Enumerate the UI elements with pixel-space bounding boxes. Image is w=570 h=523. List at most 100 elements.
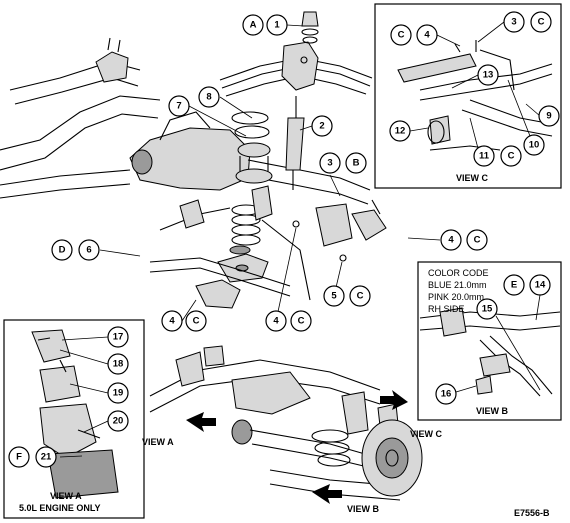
leader-6 (99, 249, 141, 257)
view-b-illustration (419, 307, 561, 397)
upper-bushing-stack (301, 11, 319, 44)
vehicle-underbody (149, 345, 423, 501)
callout-4b: 4 (265, 310, 287, 332)
view-b-pointer-arrow (312, 484, 342, 504)
svg-text:4: 4 (273, 316, 279, 327)
leader-4b (275, 227, 297, 322)
svg-text:C: C (538, 17, 545, 28)
svg-text:15: 15 (482, 304, 493, 315)
svg-text:4: 4 (169, 316, 175, 327)
leader-vc10 (507, 79, 531, 137)
callout-3: 3 (319, 152, 341, 174)
callout-C-4c: C (466, 229, 488, 251)
leader-va21 (59, 455, 83, 458)
svg-text:C: C (298, 316, 305, 327)
view-c-pointer-label: VIEW C (410, 429, 443, 439)
callout-C-5: C (349, 285, 371, 307)
svg-text:F: F (16, 452, 22, 463)
leader-2 (299, 125, 313, 131)
callout-D: D (51, 239, 73, 261)
callout-4c: 4 (440, 229, 462, 251)
callout-C-4b: C (290, 310, 312, 332)
svg-text:18: 18 (113, 359, 124, 370)
leader-va17 (61, 336, 109, 341)
view-c-pointer-arrow (380, 390, 408, 410)
view-a-pointer-arrow (186, 412, 216, 432)
leader-1 (286, 24, 305, 27)
color-code-title: COLOR CODE (428, 268, 489, 278)
svg-text:21: 21 (41, 452, 52, 463)
leader-va20 (83, 420, 109, 433)
svg-text:20: 20 (113, 416, 124, 427)
view-a-callout-20: 20 (107, 410, 129, 432)
callout-6: 6 (78, 239, 100, 261)
svg-text:3: 3 (327, 158, 332, 169)
leader-4c (407, 237, 441, 241)
callout-B: B (345, 152, 367, 174)
lower-spring-seat (217, 253, 269, 283)
callout-2: 2 (311, 115, 333, 137)
svg-text:16: 16 (441, 389, 452, 400)
view-a-callout-18: 18 (107, 353, 129, 375)
figure-id: E7556-B (514, 508, 550, 518)
callout-5: 5 (323, 285, 345, 307)
view-b-callout-14: 14 (529, 274, 551, 296)
view-c-callout-C-left: C (390, 24, 412, 46)
svg-text:3: 3 (511, 17, 516, 28)
shock-absorber (285, 96, 305, 190)
svg-text:4: 4 (424, 30, 430, 41)
callout-7: 7 (168, 95, 190, 117)
svg-text:C: C (357, 291, 364, 302)
view-a-engine-note: 5.0L ENGINE ONLY (19, 503, 101, 513)
frame-rail-left (0, 37, 161, 171)
svg-text:7: 7 (176, 101, 181, 112)
frame-bracket-right (292, 199, 387, 262)
svg-text:C: C (474, 235, 481, 246)
svg-text:A: A (250, 20, 257, 31)
leader-7 (188, 105, 247, 137)
svg-text:C: C (193, 316, 200, 327)
svg-text:5: 5 (331, 291, 337, 302)
svg-text:E: E (511, 280, 517, 291)
view-b-callout-16: 16 (435, 383, 457, 405)
svg-text:2: 2 (319, 121, 324, 132)
svg-text:1: 1 (274, 20, 280, 31)
view-b-callout-15: 15 (476, 298, 498, 320)
callout-4a: 4 (161, 310, 183, 332)
view-a-pointer-label: VIEW A (142, 437, 174, 447)
view-b-callout-E: E (503, 274, 525, 296)
view-c-callout-10: 10 (523, 134, 545, 156)
axle-housing (0, 111, 371, 205)
view-a-callout-F: F (8, 446, 30, 468)
color-code-rh-side: RH SIDE (428, 304, 465, 314)
view-a-caption: VIEW A (50, 491, 82, 501)
svg-text:6: 6 (86, 245, 91, 256)
leader-vb16 (455, 385, 477, 393)
svg-text:C: C (398, 30, 405, 41)
view-c-callout-C-3: C (530, 11, 552, 33)
view-c-callout-11: 11 (473, 145, 495, 167)
leader-vc3 (477, 21, 505, 43)
svg-text:10: 10 (529, 140, 540, 151)
leader-4a (181, 299, 197, 322)
color-code-pink: PINK 20.0mm (428, 292, 484, 302)
view-c-callout-4: 4 (416, 24, 438, 46)
leader-8 (219, 96, 253, 119)
leader-vc4 (436, 34, 461, 47)
leader-va18 (59, 349, 109, 365)
leaf-spring-lower-left (149, 199, 291, 309)
view-b-caption: VIEW B (476, 406, 509, 416)
svg-text:D: D (59, 245, 66, 256)
svg-text:8: 8 (206, 92, 211, 103)
view-c-callout-13: 13 (477, 64, 499, 86)
view-c-callout-12: 12 (389, 120, 411, 142)
svg-text:14: 14 (535, 280, 546, 291)
leader-vc9 (525, 103, 541, 117)
svg-text:11: 11 (479, 151, 490, 162)
spring-bracket-upper (281, 41, 319, 91)
leader-vb15 (495, 315, 541, 391)
leader-vc12 (409, 127, 429, 132)
svg-text:9: 9 (546, 111, 551, 122)
color-code-blue: BLUE 21.0mm (428, 280, 487, 290)
